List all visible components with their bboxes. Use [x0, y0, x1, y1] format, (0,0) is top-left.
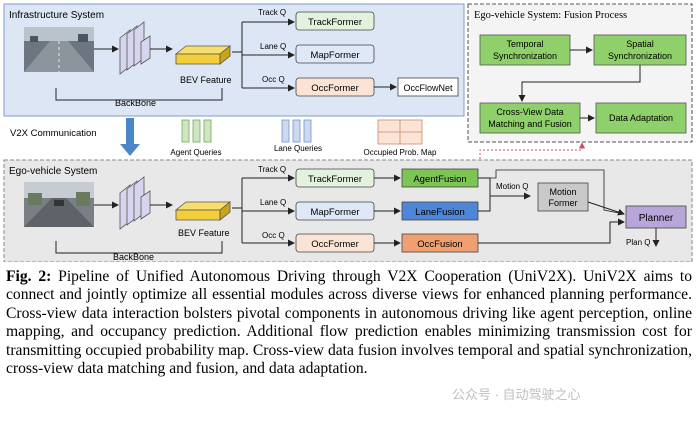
infra-backbone-stack — [119, 21, 151, 75]
agentfusion-label: AgentFusion — [413, 174, 466, 185]
data-adaptation-label: Data Adaptation — [609, 113, 673, 123]
ego-bev-label: BEV Feature — [178, 228, 230, 238]
crossview-box — [479, 102, 581, 134]
spatial-sync-line1: Spatial — [626, 39, 654, 49]
lanefusion-label: LaneFusion — [415, 207, 465, 218]
ego-camera-image — [24, 182, 94, 227]
agent-queries-label: Agent Queries — [170, 148, 221, 157]
crossview-line2: Matching and Fusion — [488, 119, 572, 129]
temporal-sync-box — [479, 34, 571, 66]
crossview-line1: Cross-View Data — [496, 107, 563, 117]
plan-q-label: Plan Q — [626, 238, 650, 247]
spatial-sync-box — [593, 34, 687, 66]
ego-title: Ego-vehicle System — [9, 166, 97, 177]
infra-mapformer-label: MapFormer — [310, 50, 359, 61]
ego-lane-q: Lane Q — [260, 198, 286, 207]
ego-backbone-label: BackBone — [113, 252, 154, 262]
motionformer-line1: Motion — [549, 187, 576, 197]
down-arrow-icon — [120, 118, 140, 156]
ego-trackformer-label: TrackFormer — [308, 174, 362, 185]
temporal-sync-line1: Temporal — [506, 39, 543, 49]
infra-occ-q: Occ Q — [262, 75, 285, 84]
infra-bev-feature-block — [174, 45, 232, 65]
infra-occformer-label: OccFormer — [311, 83, 359, 94]
infra-occflownet-label: OccFlowNet — [403, 83, 453, 93]
ego-occformer-label: OccFormer — [311, 239, 359, 250]
figure-caption: Fig. 2: Pipeline of Unified Autonomous D… — [6, 268, 692, 378]
lane-queries-label: Lane Queries — [274, 144, 322, 153]
infra-track-q: Track Q — [258, 8, 286, 17]
motionformer-box — [537, 182, 589, 212]
caption-text: Pipeline of Unified Autonomous Driving t… — [6, 268, 692, 378]
occ-map-icon — [377, 119, 423, 145]
infra-camera-image — [24, 27, 94, 72]
infra-trackformer-label: TrackFormer — [308, 17, 362, 28]
infra-bev-label: BEV Feature — [180, 75, 232, 85]
infra-trackformer-box — [295, 11, 375, 31]
data-adaptation-box — [595, 102, 687, 134]
fusion-process-title: Ego-vehicle System: Fusion Process — [474, 10, 627, 21]
pipeline-diagram: Infrastructure System BEV Feature BackBo… — [3, 3, 693, 262]
temporal-sync-line2: Synchronization — [493, 51, 557, 61]
ego-occ-q: Occ Q — [262, 231, 285, 240]
occfusion-label: OccFusion — [417, 239, 462, 250]
infra-title: Infrastructure System — [9, 10, 104, 21]
infra-backbone-label: BackBone — [115, 98, 156, 108]
planner-label: Planner — [639, 213, 674, 224]
motion-q-label: Motion Q — [496, 182, 528, 191]
lane-queries-icon — [281, 119, 312, 143]
infra-lane-q: Lane Q — [260, 42, 286, 51]
ego-track-q: Track Q — [258, 165, 286, 174]
occ-map-label: Occupied Prob. Map — [364, 148, 437, 157]
watermark: 公众号 · 自动驾驶之心 — [452, 387, 581, 402]
caption-label: Fig. 2: — [6, 268, 52, 285]
ego-mapformer-label: MapFormer — [310, 207, 359, 218]
motionformer-line2: Former — [549, 198, 578, 208]
ego-bev-feature-block — [174, 201, 232, 221]
v2x-label: V2X Communication — [10, 128, 97, 139]
infra-occflownet-box — [397, 77, 459, 97]
ego-backbone-stack — [119, 176, 151, 230]
agent-queries-icon — [181, 119, 212, 143]
infra-mapformer-box — [295, 44, 375, 64]
spatial-sync-line2: Synchronization — [608, 51, 672, 61]
